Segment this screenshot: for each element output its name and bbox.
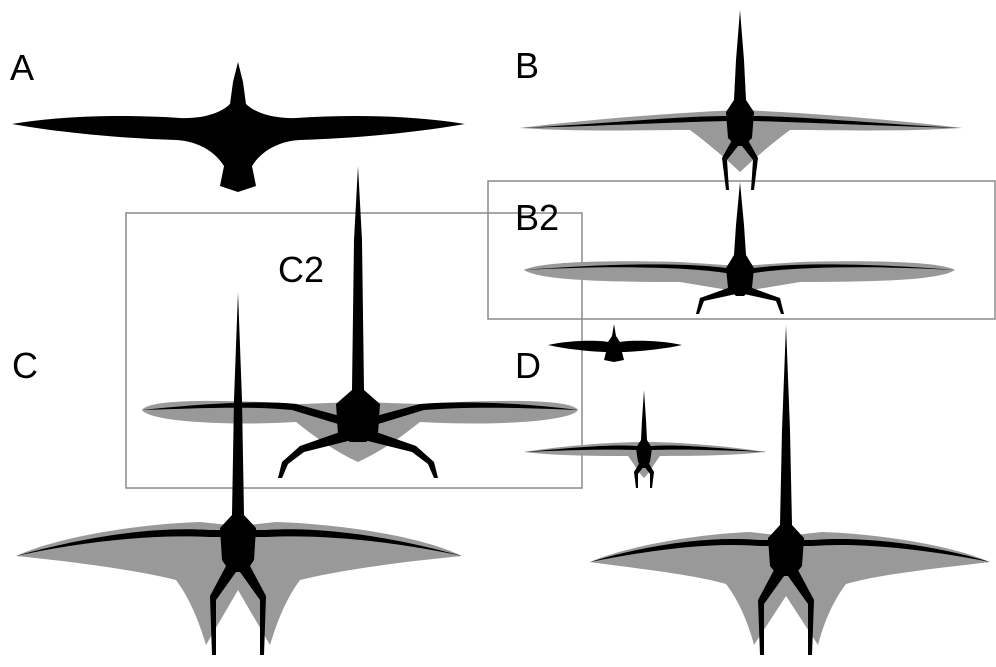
panel-label-b2: B2 xyxy=(515,197,559,238)
pterosaur-d-large-wing-bones xyxy=(590,538,990,562)
pterosaur-d-large xyxy=(590,325,990,655)
pterosaur-c-wing-membrane xyxy=(16,522,462,645)
panel-label-a: A xyxy=(10,47,34,88)
pterosaur-d-large-wing-membrane xyxy=(590,532,990,645)
pterosaur-d-large-body xyxy=(768,325,804,576)
pterosaur-b2 xyxy=(524,182,955,314)
panel-label-c2: C2 xyxy=(278,249,324,290)
bird-silhouette-d xyxy=(548,324,682,362)
pterosaur-b-legs xyxy=(722,140,758,190)
inset-frame-b2 xyxy=(487,180,996,320)
pterosaur-b2-legs xyxy=(696,288,784,314)
pterosaur-c-legs xyxy=(210,566,266,655)
bird-silhouette-a xyxy=(12,62,465,192)
panel-label-c: C xyxy=(12,345,38,386)
inset-frame-c2 xyxy=(125,212,583,489)
pterosaur-c-body xyxy=(220,292,256,572)
pterosaur-c2-legs xyxy=(278,432,438,478)
pterosaur-d-small-legs xyxy=(634,462,654,488)
pterosaur-c2-body xyxy=(336,166,380,442)
panel-label-b: B xyxy=(515,45,539,86)
pterosaur-b2-body xyxy=(726,182,754,296)
pterosaur-c-wing-bones xyxy=(16,529,462,556)
pterosaur-b-body xyxy=(726,10,754,146)
pterosaur-d-small-body xyxy=(636,390,652,468)
pterosaur-d-large-legs xyxy=(758,570,814,655)
panel-label-d: D xyxy=(515,345,541,386)
pterosaur-d-small xyxy=(524,390,766,488)
pterosaur-c xyxy=(16,292,462,655)
pterosaur-c2-wing-bones xyxy=(142,402,578,424)
pterosaur-b xyxy=(520,10,962,190)
pterosaur-c2 xyxy=(142,166,578,478)
